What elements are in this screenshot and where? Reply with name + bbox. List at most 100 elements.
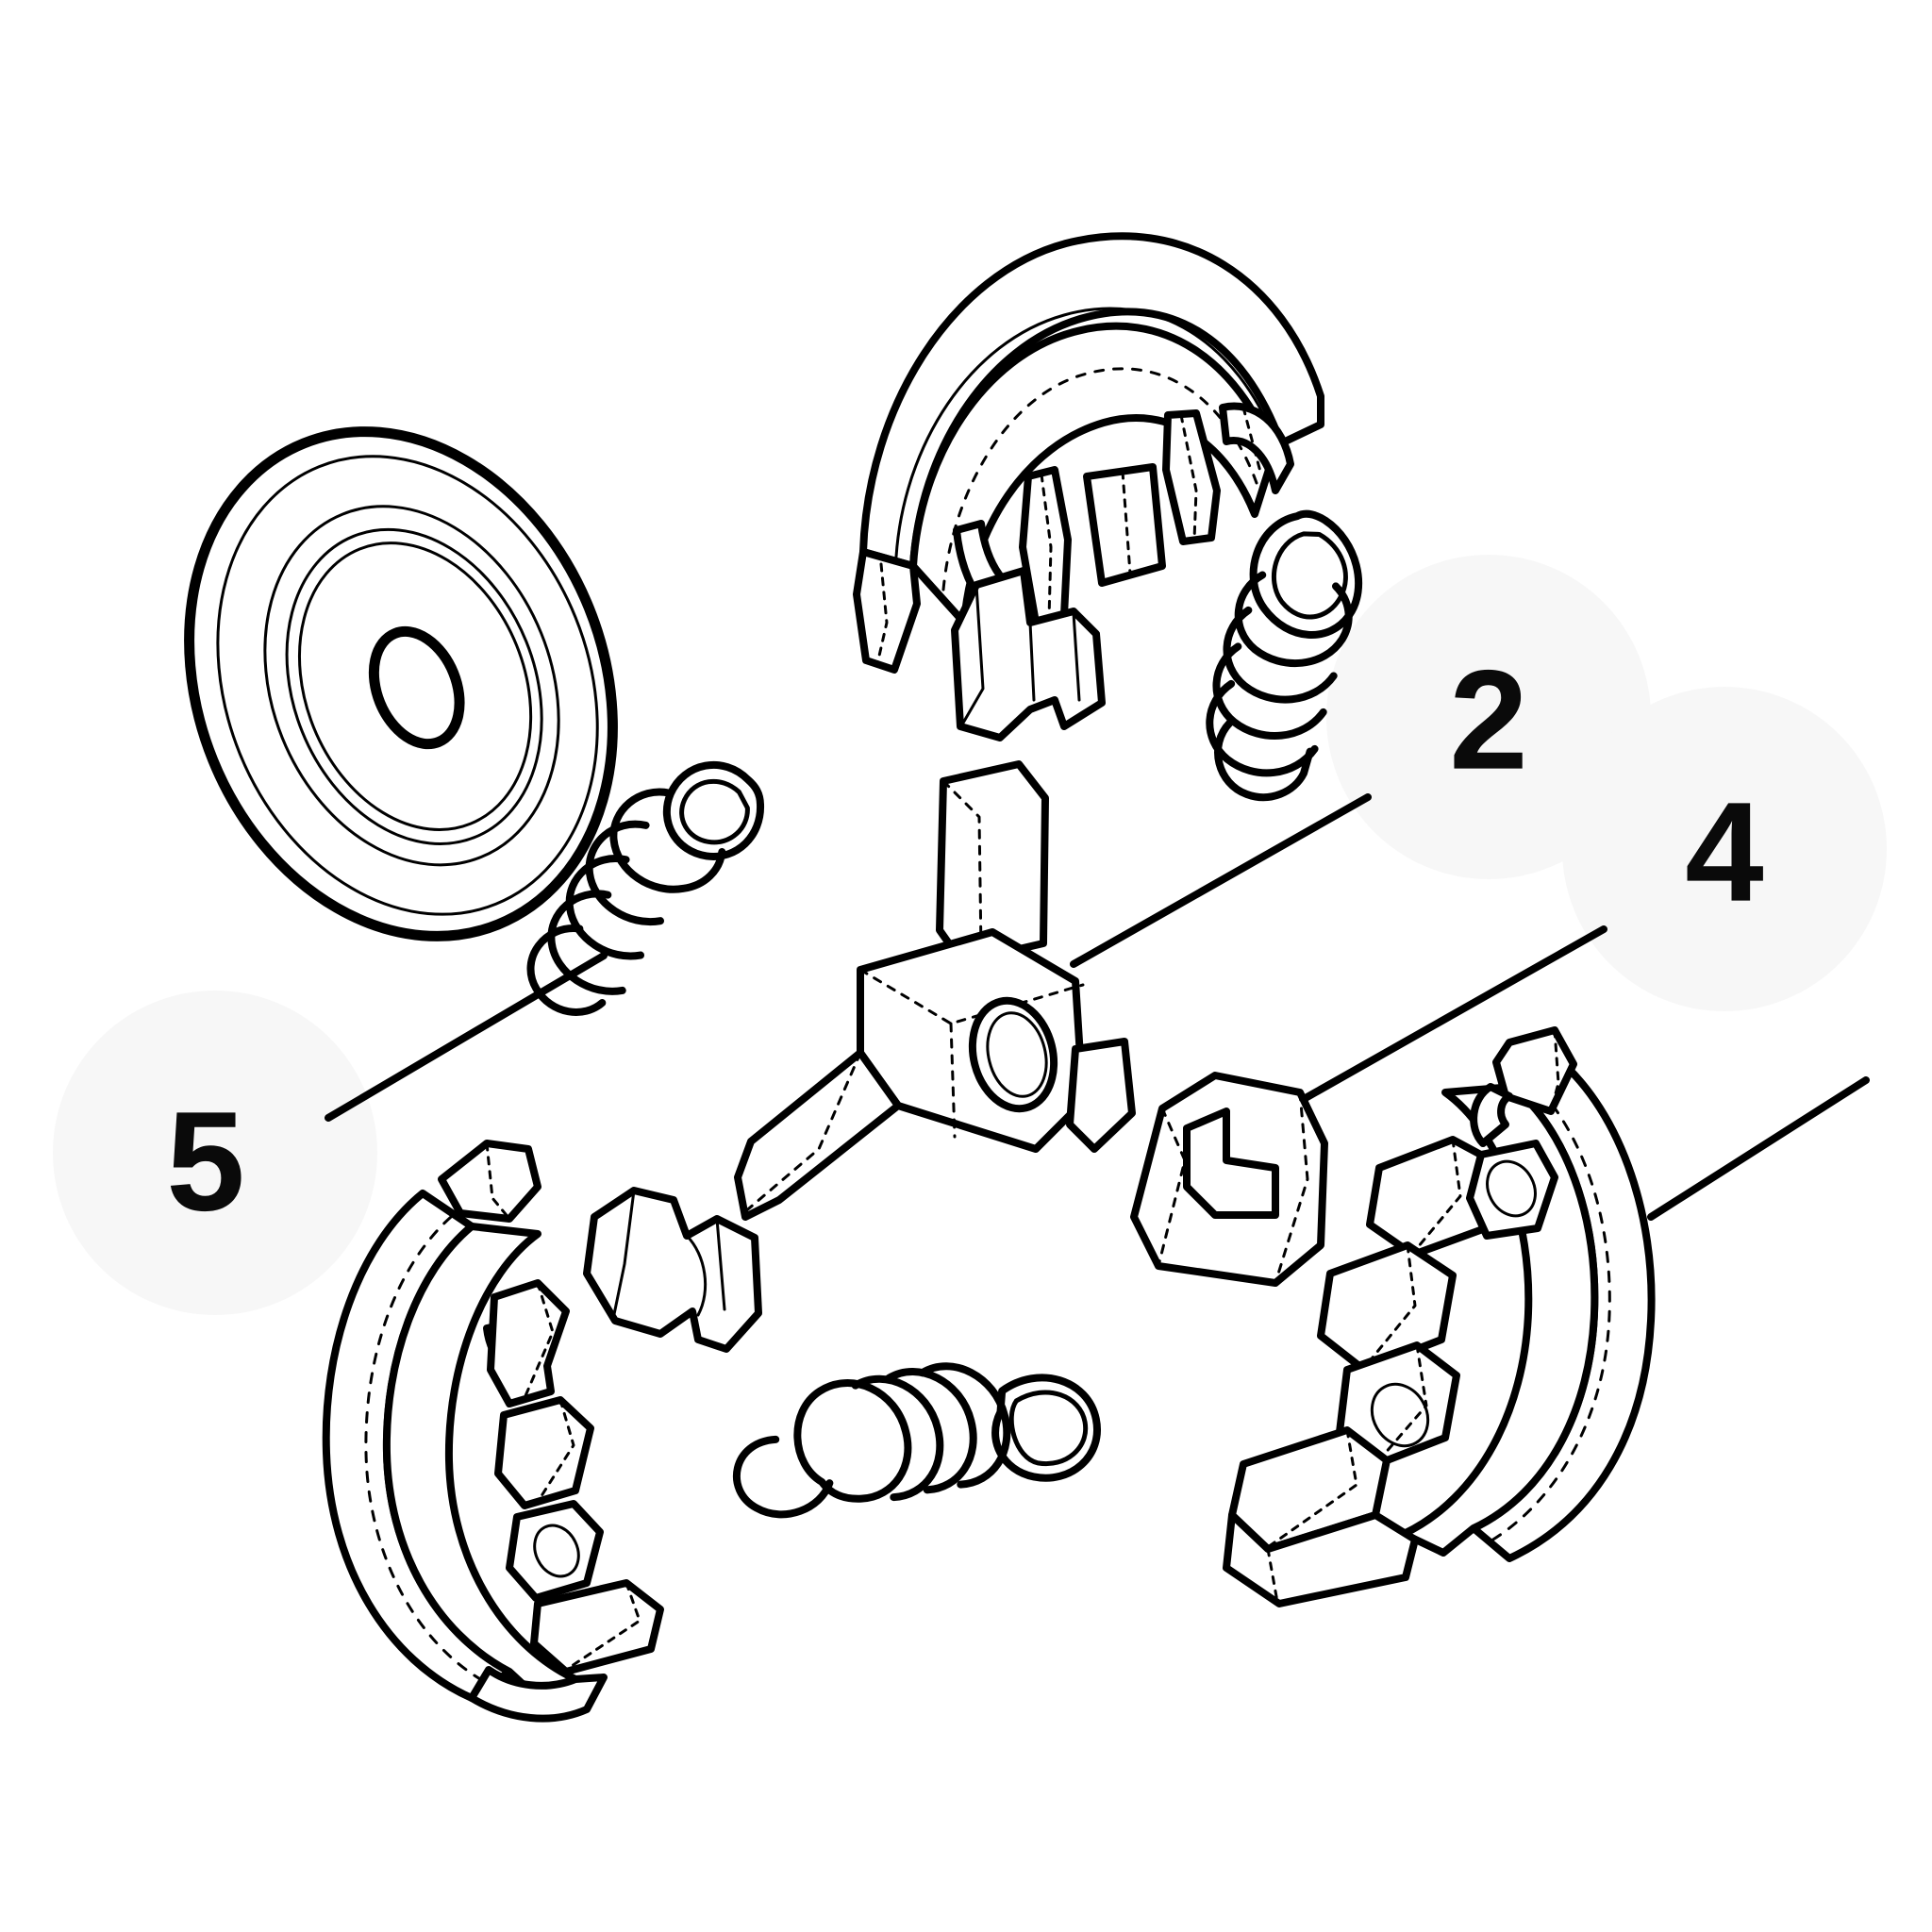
upper-shoe-left-foot-dash <box>875 562 889 666</box>
callout-label-2: 2 <box>1449 641 1527 799</box>
left-shoe-pad-2-dash <box>536 1398 575 1504</box>
strut-hub-edge-1 <box>858 968 1085 1025</box>
lower-clip-crease-2 <box>685 1234 708 1317</box>
upper-shoe-rear-arc-dash <box>941 367 1258 591</box>
spring-right-turn-1 <box>1234 571 1353 668</box>
spring-right-turn-4 <box>1206 679 1319 777</box>
strut-pivot-bore-inner <box>986 1011 1048 1098</box>
left-shoe-bottom-foot-dash <box>564 1581 641 1672</box>
strut-lower-arm-edge <box>741 1051 862 1215</box>
callout-label-4: 4 <box>1685 773 1763 931</box>
right-shoe-rim-inner <box>1485 1074 1611 1545</box>
strut-lower-arm <box>734 1049 902 1221</box>
left-shoe-lower-eye <box>533 1524 580 1578</box>
left-shoe-pad-1-dash <box>523 1281 555 1400</box>
drum-ring-1 <box>216 455 599 916</box>
spring-right-eye <box>1249 509 1363 639</box>
upper-shoe-inner-arc <box>894 307 1277 558</box>
u-shaped-bracket <box>1130 1072 1328 1287</box>
lower-clip-crease-3 <box>715 1217 726 1311</box>
right-shoe-pad-2 <box>1317 1241 1457 1374</box>
callout-numbers: 2 4 5 <box>166 641 1763 1241</box>
left-shoe-rim-inner <box>364 1215 489 1685</box>
upper-shoe-rib-2-dash <box>1179 413 1198 541</box>
leader-line-2 <box>1070 793 1372 968</box>
lower-clip-body <box>583 1187 762 1353</box>
spring-right-bottom-hook <box>1214 719 1314 802</box>
spring-right-turn-3 <box>1212 642 1327 740</box>
callout-disc-5 <box>53 991 377 1315</box>
right-brake-shoe <box>1223 1026 1656 1607</box>
right-shoe-bottom-foot-dash <box>1266 1428 1358 1549</box>
right-shoe-pad-1-dash <box>1411 1138 1462 1255</box>
right-shoe-eye-boss-1 <box>1466 1140 1558 1240</box>
strut-upper-arm-edge <box>941 779 983 953</box>
drum-ring-4 <box>297 541 533 831</box>
spring-left-eye-inner <box>679 778 750 845</box>
right-shoe-eye-2 <box>1370 1382 1430 1448</box>
bottom-spring-left-hook <box>732 1435 834 1519</box>
upper-shoe-pad-window <box>1083 463 1166 587</box>
drum-ring-2 <box>263 505 560 867</box>
left-shoe-end-cap <box>468 1666 608 1723</box>
upper-brake-shoe <box>853 232 1324 674</box>
spring-right-turn-2 <box>1223 606 1338 704</box>
upper-shoe-rib-1-dash <box>1040 473 1053 621</box>
upper-clip-crease-2 <box>1028 621 1036 702</box>
upper-clip-crease-3 <box>1072 611 1081 702</box>
center-strut-lever <box>734 760 1136 1221</box>
bottom-coil-spring <box>732 1362 1101 1519</box>
bottom-spring-right-eye <box>991 1374 1101 1482</box>
u-bracket-edge-2 <box>1274 1091 1309 1285</box>
bottom-spring-turn-2 <box>851 1374 944 1502</box>
right-shoe-end-cap-dash <box>1266 1547 1279 1604</box>
bottom-spring-turn-1 <box>793 1379 912 1503</box>
right-shoe-eye-1b <box>1486 1159 1537 1218</box>
upper-shoe-end-boss <box>1219 402 1294 494</box>
spring-left-turn-2 <box>585 820 664 926</box>
upper-clip-crease-1 <box>960 583 985 726</box>
drum-hub-bore <box>368 625 465 750</box>
coil-spring-left <box>526 761 764 1016</box>
callout-leader-lines <box>325 793 1870 1221</box>
right-shoe-hook <box>1470 1083 1513 1147</box>
lower-retainer-clip <box>583 1187 762 1353</box>
brake-drum-disc <box>184 426 618 941</box>
strut-hub-edge-2 <box>949 1022 957 1139</box>
callout-disc-2 <box>1326 555 1651 879</box>
coil-spring-right <box>1206 509 1363 802</box>
callout-label-5: 5 <box>166 1082 244 1241</box>
u-bracket-edge-1 <box>1157 1107 1187 1268</box>
left-shoe-lower-boss <box>506 1500 604 1602</box>
drum-ring-3 <box>285 527 543 845</box>
upper-shoe-band <box>859 232 1324 570</box>
bottom-spring-turn-3 <box>885 1368 977 1494</box>
spring-left-turn-1 <box>609 788 726 893</box>
callout-disc-4 <box>1562 687 1887 1011</box>
spring-left-turn-4 <box>547 890 626 995</box>
upper-shoe-end-dash <box>1241 406 1262 474</box>
left-shoe-top-tab <box>438 1140 541 1223</box>
leader-line-4 <box>1300 925 1607 1103</box>
leader-line-5 <box>325 952 608 1122</box>
bottom-spring-right-eye-inner <box>1008 1390 1089 1467</box>
upper-retainer-clip <box>951 567 1106 741</box>
upper-shoe-pad-dash <box>1121 470 1132 575</box>
leader-line-4-secondary <box>1647 1076 1870 1221</box>
right-shoe-top-tab-dash <box>1549 1028 1560 1113</box>
u-bracket-slot <box>1183 1108 1279 1219</box>
spring-left-turn-3 <box>565 855 644 960</box>
right-shoe-pad-3-dash <box>1375 1343 1428 1464</box>
left-shoe-top-tab-dash <box>485 1141 511 1221</box>
right-shoe-pad-2-dash <box>1362 1243 1417 1370</box>
upper-shoe-rib-2 <box>1162 409 1221 545</box>
left-shoe-pad-1 <box>487 1279 570 1407</box>
lower-clip-crease-1 <box>611 1189 636 1321</box>
strut-upper-arm <box>936 760 1049 966</box>
callout-discs <box>53 555 1887 1315</box>
spring-right-eye-inner <box>1272 531 1348 620</box>
left-brake-shoe <box>322 1140 664 1723</box>
strut-right-tab <box>1066 1038 1136 1153</box>
spring-left-bottom-hook <box>526 924 607 1016</box>
